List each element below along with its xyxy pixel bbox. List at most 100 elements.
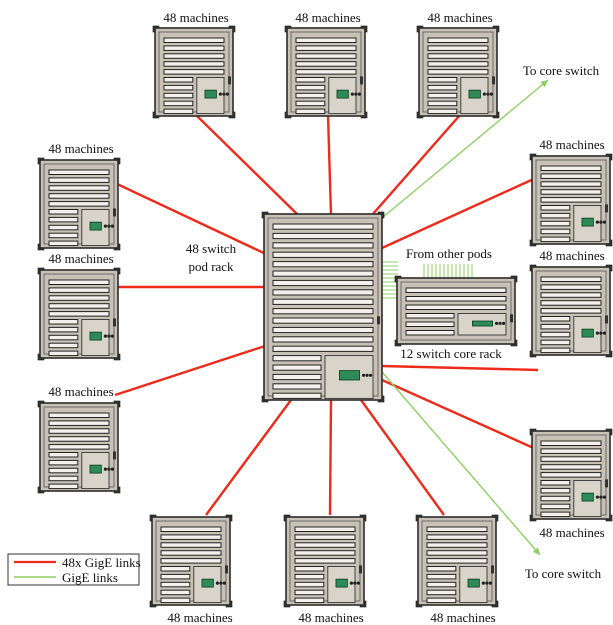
rack-slot — [540, 323, 571, 330]
rack-slot — [160, 589, 191, 596]
rack-knob-icon — [225, 92, 229, 96]
rack-knob-icon — [602, 331, 606, 335]
rack-slot — [405, 287, 507, 293]
rack-slot — [426, 526, 488, 532]
rack-slot — [294, 534, 356, 540]
rack-slot — [540, 189, 602, 195]
core-switch-rack — [394, 275, 518, 347]
rack-slot — [540, 456, 602, 462]
rack-slot — [163, 84, 194, 91]
rack-slot — [540, 339, 571, 346]
rack-knob-icon — [354, 92, 358, 96]
rack-inner-frame — [289, 520, 361, 602]
rack-slot — [48, 428, 110, 434]
rack-slot — [540, 440, 602, 446]
rack-right-2 — [529, 264, 613, 358]
rack-slot — [540, 503, 571, 510]
rack-slot — [272, 261, 374, 268]
red-links — [114, 114, 539, 516]
rack-knob-icon — [488, 581, 492, 585]
rack-bottom-left — [149, 514, 233, 608]
rack-slot — [160, 558, 222, 564]
rack-slot — [272, 270, 374, 277]
rack-slot — [540, 212, 571, 219]
rack-slot — [48, 350, 79, 357]
rack-slot — [163, 53, 225, 59]
rack-slot — [540, 308, 602, 314]
rack-handle-icon — [113, 208, 116, 217]
rack-slot — [48, 342, 79, 349]
rack-slot — [426, 534, 488, 540]
rack-knob-icon — [219, 581, 223, 585]
rack-knob-icon — [356, 581, 360, 585]
rack-slot — [426, 573, 457, 580]
rack-slot — [160, 581, 191, 588]
legend-label-red: 48x GigE links — [62, 555, 141, 570]
rack-slot — [272, 345, 374, 352]
rack-label-bottom-center: 48 machines — [298, 610, 363, 625]
rack-slot — [405, 321, 455, 327]
status-display-icon — [581, 328, 594, 338]
rack-slot — [48, 303, 110, 309]
arrow-head-icon — [532, 547, 540, 555]
rack-slot — [427, 100, 458, 107]
rack-knob-icon — [489, 92, 493, 96]
rack-knob-icon — [501, 321, 506, 325]
rack-slot — [427, 37, 489, 43]
rack-slot — [163, 45, 225, 51]
status-display-icon — [336, 89, 349, 99]
rack-slot — [48, 334, 79, 341]
rack-slot — [427, 53, 489, 59]
rack-label-left-2: 48 machines — [48, 251, 113, 266]
rack-slot — [405, 296, 507, 302]
legend-label-green: GigE links — [62, 570, 118, 585]
rack-knob-icon — [107, 334, 111, 338]
rack-slot — [272, 242, 374, 249]
red-link — [114, 181, 269, 257]
rack-bottom-center — [283, 514, 367, 608]
rack-slot — [272, 251, 374, 258]
rack-slot — [540, 511, 571, 518]
rack-slot — [405, 313, 455, 319]
rack-knob-icon — [110, 467, 114, 471]
rack-label-left-1: 48 machines — [48, 141, 113, 156]
rack-slot — [294, 566, 325, 572]
rack-slot — [48, 224, 79, 231]
rack-knob-icon — [599, 495, 603, 499]
rack-slot — [272, 232, 374, 240]
rack-slot — [540, 464, 602, 470]
rack-inner-frame — [43, 406, 115, 488]
rack-slot — [540, 205, 571, 211]
rack-knob-icon — [222, 92, 226, 96]
rack-slot — [48, 232, 79, 239]
rack-slot — [540, 347, 571, 354]
rack-slot — [272, 279, 374, 287]
rack-slot — [163, 69, 225, 75]
rack-slot — [48, 444, 110, 450]
rack-slot — [272, 364, 322, 371]
rack-slot — [160, 534, 222, 540]
rack-knob-icon — [103, 224, 107, 228]
rack-slot — [295, 92, 326, 99]
rack-slot — [540, 276, 602, 282]
rack-inner-frame — [535, 270, 607, 352]
rack-slot — [540, 181, 602, 187]
rack-slot — [540, 197, 602, 203]
rack-slot — [540, 331, 571, 338]
rack-slot — [48, 412, 110, 418]
rack-slot — [540, 165, 602, 171]
rack-slot — [48, 201, 110, 207]
red-link — [328, 399, 333, 516]
red-link — [326, 114, 333, 216]
rack-slot — [295, 45, 357, 51]
from-other-pods-label: From other pods — [406, 246, 492, 261]
rack-knob-icon — [222, 581, 226, 585]
rack-slot — [272, 308, 374, 315]
rack-slot — [48, 177, 110, 183]
rack-handle-icon — [492, 76, 495, 85]
rack-slot — [427, 45, 489, 51]
rack-slot — [48, 326, 79, 333]
rack-slot — [272, 326, 374, 334]
rack-slot — [540, 316, 571, 322]
rack-slot — [48, 311, 110, 317]
